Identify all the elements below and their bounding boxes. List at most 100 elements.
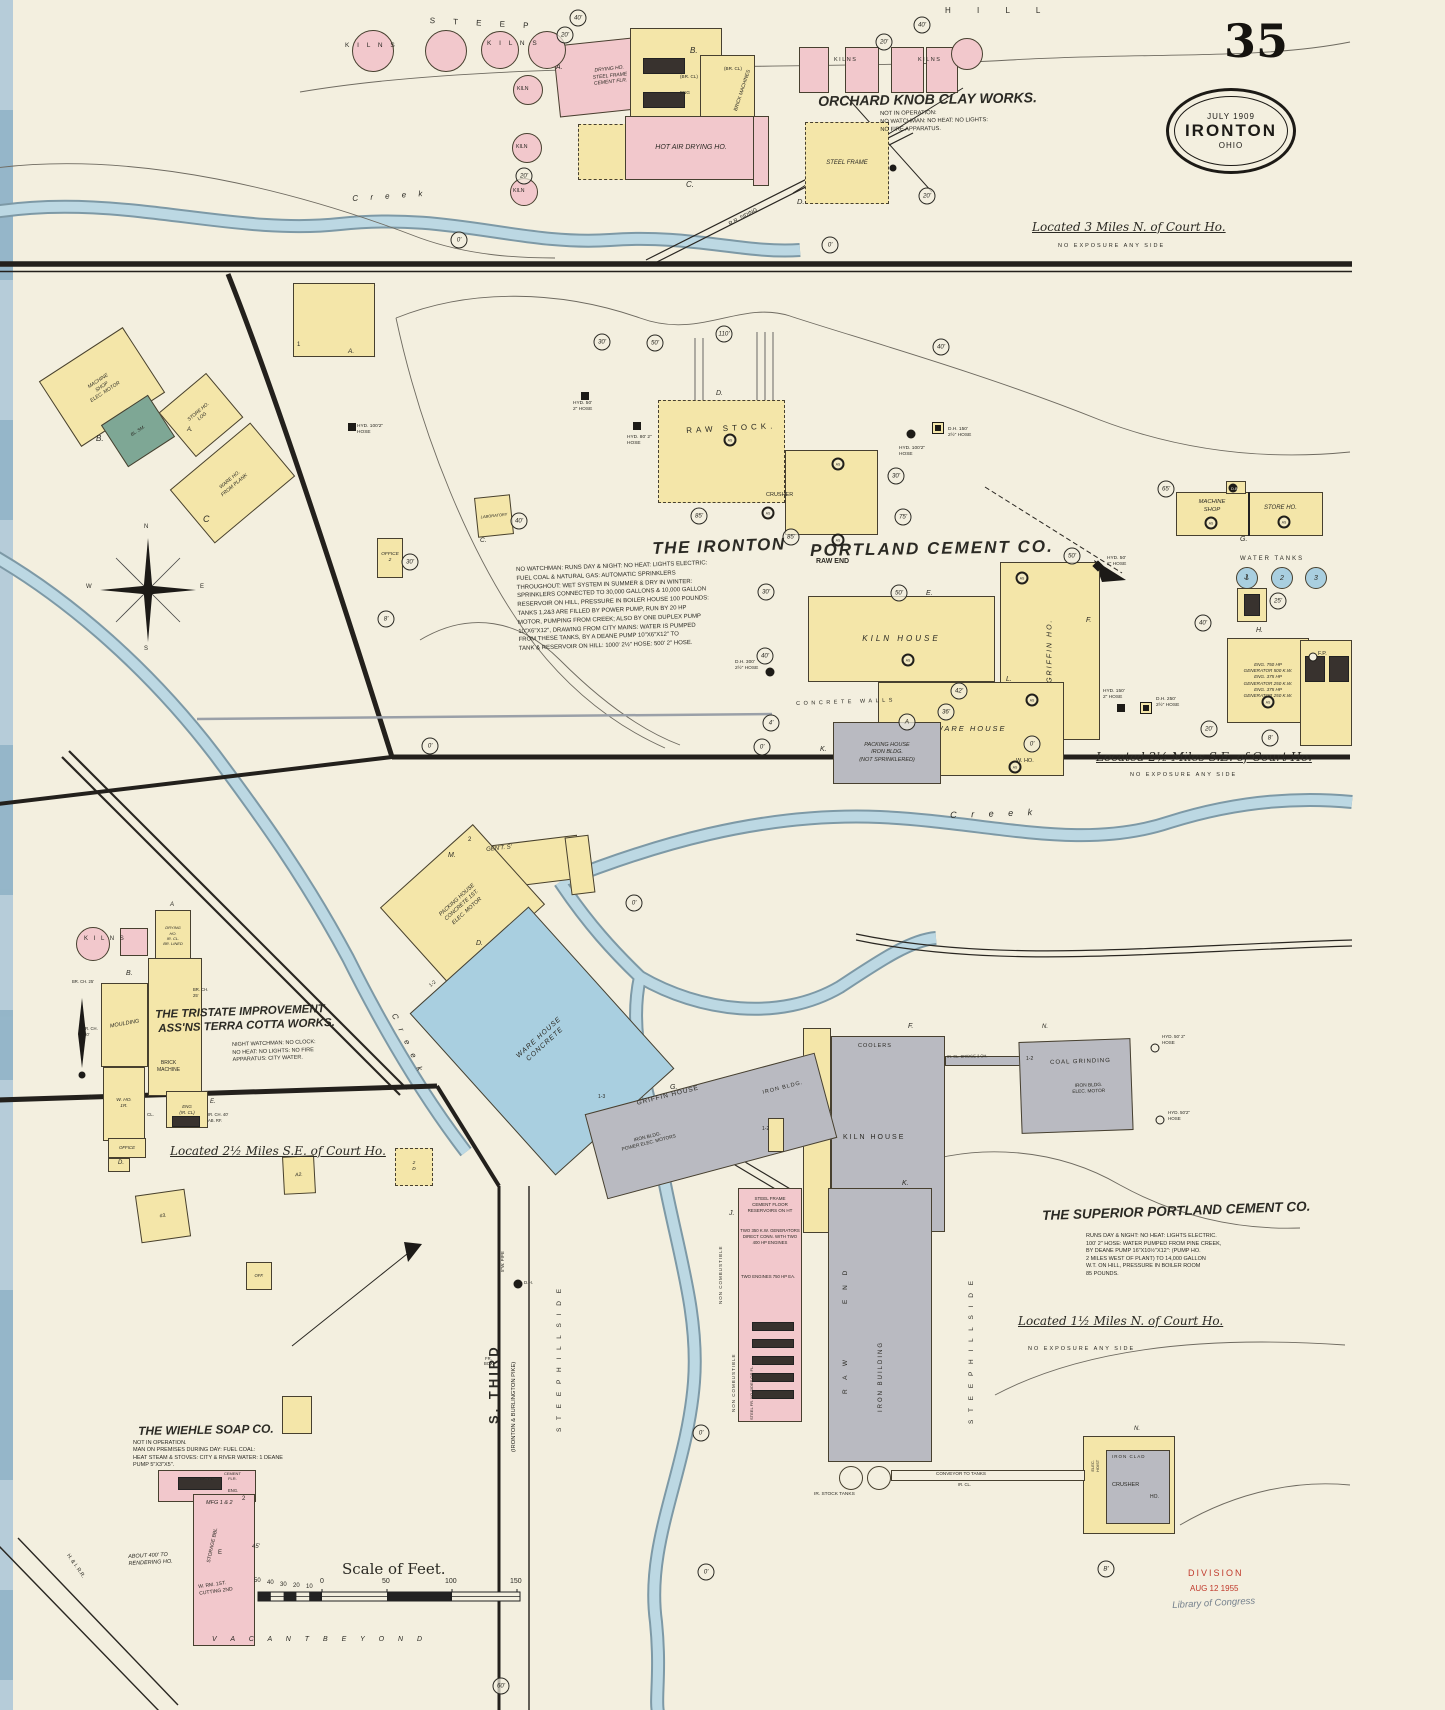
circled-dimension: 0' — [450, 231, 468, 249]
packing-house-ironton-label: PACKING HOUSE IRON BLDG. (NOT SPRINKLERE… — [859, 741, 915, 763]
map-label: ELEC. HOIST — [1090, 1459, 1100, 1472]
kiln-house-ironton: KILN HOUSE — [808, 596, 995, 682]
circled-dimension: 30' — [887, 467, 905, 485]
kiln — [425, 30, 467, 72]
circled-dimension: 75' — [894, 508, 912, 526]
ware-house-plank-label: WARE HO. FROM PLANK — [218, 469, 249, 499]
map-label: ENG — [680, 90, 690, 95]
map-label: E. — [926, 590, 933, 597]
hot-air-drying-ell — [753, 116, 769, 186]
sprinkler-marker-icon: AS — [831, 457, 845, 471]
map-label: HO. — [1150, 1494, 1159, 1500]
moulding-house-label: MOULDING — [109, 1018, 140, 1030]
lc-stamp-division: DIVISION — [1188, 1568, 1244, 1578]
map-label: 2 — [242, 1496, 246, 1502]
map-label: IR. STOCK TANKS — [814, 1492, 855, 1497]
circled-dimension: 40' — [932, 338, 950, 356]
map-label: D.H. — [524, 1280, 533, 1285]
map-label: K I L N S — [345, 42, 398, 49]
griffin-house-ironton-label: GRIFFIN HO. — [1046, 618, 1054, 684]
sprinkler-marker-icon: AS — [1277, 515, 1291, 529]
circled-dimension: 0' — [1023, 735, 1041, 753]
stock-tank — [839, 1466, 863, 1490]
map-label: B. — [126, 970, 133, 977]
drying-house-a-label: DRYING HO. STEEL FRAME CEMENT FLR. — [592, 64, 628, 88]
circled-dimension: 0' — [692, 1424, 710, 1442]
map-label: CRUSHER — [1112, 1482, 1140, 1488]
map-label: K. — [820, 746, 827, 753]
frame-building-3-label: #3. — [159, 1212, 167, 1220]
dwelling-2d-label: 2 D — [412, 1160, 416, 1172]
scale-bar — [257, 1589, 521, 1602]
map-label: 150 — [510, 1578, 522, 1585]
map-label: NON COMBUSTIBLE — [718, 1245, 723, 1304]
map-label: E — [200, 584, 205, 590]
superior-located: Located 1½ Miles N. of Court Ho. — [1018, 1314, 1224, 1328]
laboratory: LABORATORY — [474, 494, 514, 538]
map-label: 50 — [382, 1578, 390, 1585]
map-label: ENG. — [228, 1488, 239, 1493]
sprinkler-marker-icon: AS — [1204, 516, 1218, 530]
kiln — [481, 31, 519, 69]
map-label: A — [170, 902, 175, 908]
hydrant-marker-icon — [1155, 1115, 1165, 1125]
hydrant-marker-icon — [1150, 1043, 1160, 1053]
circled-dimension: 65' — [1157, 480, 1175, 498]
page-number: 35 — [1224, 14, 1289, 68]
ware-house-superior-label: WARE HOUSE CONCRETE — [514, 1015, 565, 1063]
kiln — [513, 75, 543, 105]
circled-dimension: 50' — [646, 334, 664, 352]
map-label: G. — [1240, 536, 1248, 543]
raw-stock-house — [658, 400, 785, 503]
map-label: K. — [902, 1180, 909, 1187]
map-label: NO EXPOSURE ANY SIDE — [1130, 772, 1238, 778]
map-label: 40 — [267, 1580, 274, 1586]
circled-dimension: 40' — [569, 9, 587, 27]
map-label: E — [218, 1550, 223, 1556]
kiln-rect — [799, 47, 829, 93]
map-label: FR. BOX — [484, 1356, 493, 1367]
circled-dimension: 8' — [377, 610, 395, 628]
map-label: STORE HO. — [1264, 505, 1297, 511]
circled-dimension: B' — [1097, 1560, 1115, 1578]
generator-house — [738, 1188, 802, 1422]
orchard-notes: NOT IN OPERATION: NO WATCHMAN: NO HEAT: … — [880, 110, 989, 133]
frame-building-a — [293, 283, 375, 357]
map-label: HYD. 50' 2" HOSE — [1162, 1034, 1186, 1045]
laboratory-label: LABORATORY — [480, 511, 508, 520]
hydrant-marker-icon — [932, 422, 944, 434]
map-label: BRICK MACHINE — [157, 1060, 181, 1073]
transformer-core — [1329, 656, 1349, 682]
hydrant-marker-icon — [513, 1279, 523, 1289]
map-label: D. — [118, 1160, 124, 1166]
map-label: L. — [1006, 676, 1012, 683]
wiehle-main — [193, 1494, 255, 1646]
map-label: STEEL FR. NO SIDES OR FL. — [749, 1365, 754, 1420]
office-tristate-label: OFFICE — [118, 1145, 136, 1151]
map-label: S T E E P H I L L S I D E — [556, 1285, 563, 1432]
tristate-located: Located 2½ Miles S.E. of Court Ho. — [170, 1144, 386, 1158]
map-label: KILNS — [918, 57, 942, 63]
moulding-house: MOULDING — [101, 983, 148, 1067]
hot-air-drying-annex — [578, 124, 628, 180]
map-label: M. — [448, 852, 456, 859]
map-label: J. — [1244, 574, 1250, 581]
map-label: C. — [88, 1095, 94, 1101]
dwelling-2d: 2 D — [395, 1148, 433, 1186]
superior-notes: RUNS DAY & NIGHT: NO HEAT: LIGHTS ELECTR… — [1086, 1233, 1222, 1277]
map-label: S T E E P H I L L S I D E — [968, 1277, 975, 1424]
map-label: D.B. — [1231, 486, 1239, 491]
crusher-inner — [1106, 1450, 1170, 1524]
hydrant-marker-icon — [581, 392, 589, 400]
map-label: N. — [1134, 1426, 1140, 1432]
map-label: KILN HOUSE — [843, 1134, 906, 1141]
map-label: KILN — [517, 86, 529, 92]
map-label: HYD. 150' 2" HOSE — [1103, 689, 1125, 700]
map-label: F.P. — [1318, 651, 1327, 657]
steel-frame-shed-d: STEEL FRAME — [805, 122, 889, 204]
map-label: J. — [729, 1210, 735, 1217]
circled-dimension: 4' — [762, 714, 780, 732]
map-label: D. — [476, 940, 483, 947]
dwelling-a2-label: A2. — [295, 1171, 303, 1178]
